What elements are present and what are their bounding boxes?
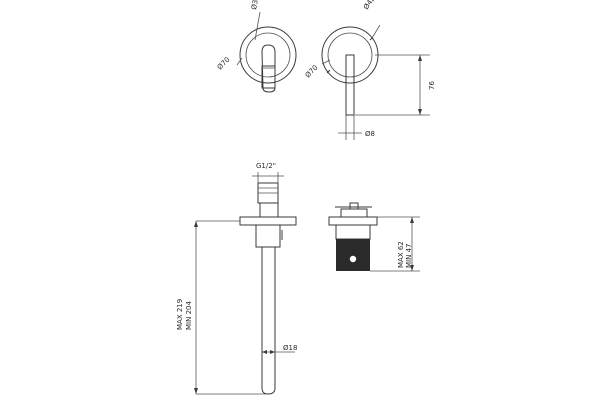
lever-width-label: Ø8 [365, 130, 375, 138]
wall-plate-diameter-label-left: Ø70 [216, 56, 232, 72]
handle-diameter-label-left: Ø30 [250, 0, 260, 10]
spout-max-length-label: MAX 219 [176, 299, 184, 330]
body-max-depth-label: MAX 62 [397, 241, 405, 268]
side-view-mixer-body [328, 202, 420, 272]
spout-min-length-label: MIN 204 [185, 301, 193, 330]
lever-height-label: 76 [428, 81, 436, 90]
thread-label: G1/2" [256, 162, 276, 170]
front-view-mixer-left [236, 11, 297, 93]
wall-plate-diameter-label-right: Ø70 [304, 64, 320, 80]
body-min-depth-label: MIN 47 [405, 244, 413, 268]
front-view-mixer-right [321, 24, 430, 140]
handle-diameter-label-right: Ø42 [362, 0, 377, 11]
side-view-spout [194, 172, 297, 395]
spout-diameter-label: Ø18 [283, 344, 297, 352]
